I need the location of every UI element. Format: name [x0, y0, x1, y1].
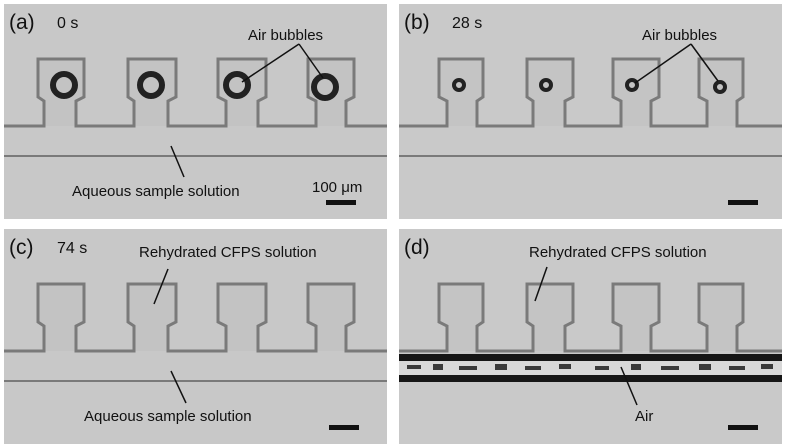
panel-a: (a) 0 s Air bubbles Aqueous sample solut…	[4, 4, 387, 219]
air-bubbles-label: Air bubbles	[248, 27, 324, 44]
air-bubbles-label: Air bubbles	[642, 27, 718, 44]
time-label: 74 s	[57, 240, 88, 257]
panel-b: (b) 28 s Air bubbles	[399, 4, 782, 219]
panel-a-micrograph	[4, 4, 387, 219]
time-label: 0 s	[57, 15, 79, 32]
panel-b-micrograph	[399, 4, 782, 219]
panel-letter: (a)	[9, 11, 35, 34]
panel-letter: (c)	[9, 236, 34, 259]
panel-letter: (b)	[404, 11, 430, 34]
panel-c: (c) 74 s Rehydrated CFPS solution Aqueou…	[4, 229, 387, 444]
scale-bar-label: 100 μm	[312, 179, 363, 196]
rehydrated-cfps-label: Rehydrated CFPS solution	[529, 244, 707, 261]
time-label: 28 s	[452, 15, 483, 32]
aqueous-sample-label: Aqueous sample solution	[72, 183, 240, 200]
panel-letter: (d)	[404, 236, 430, 259]
air-label: Air	[635, 408, 654, 425]
panel-d: (d) Rehydrated CFPS solution Air	[399, 229, 782, 444]
aqueous-sample-label: Aqueous sample solution	[84, 408, 252, 425]
panel-c-micrograph	[4, 229, 387, 444]
panel-d-micrograph	[399, 229, 782, 444]
rehydrated-cfps-label: Rehydrated CFPS solution	[139, 244, 317, 261]
